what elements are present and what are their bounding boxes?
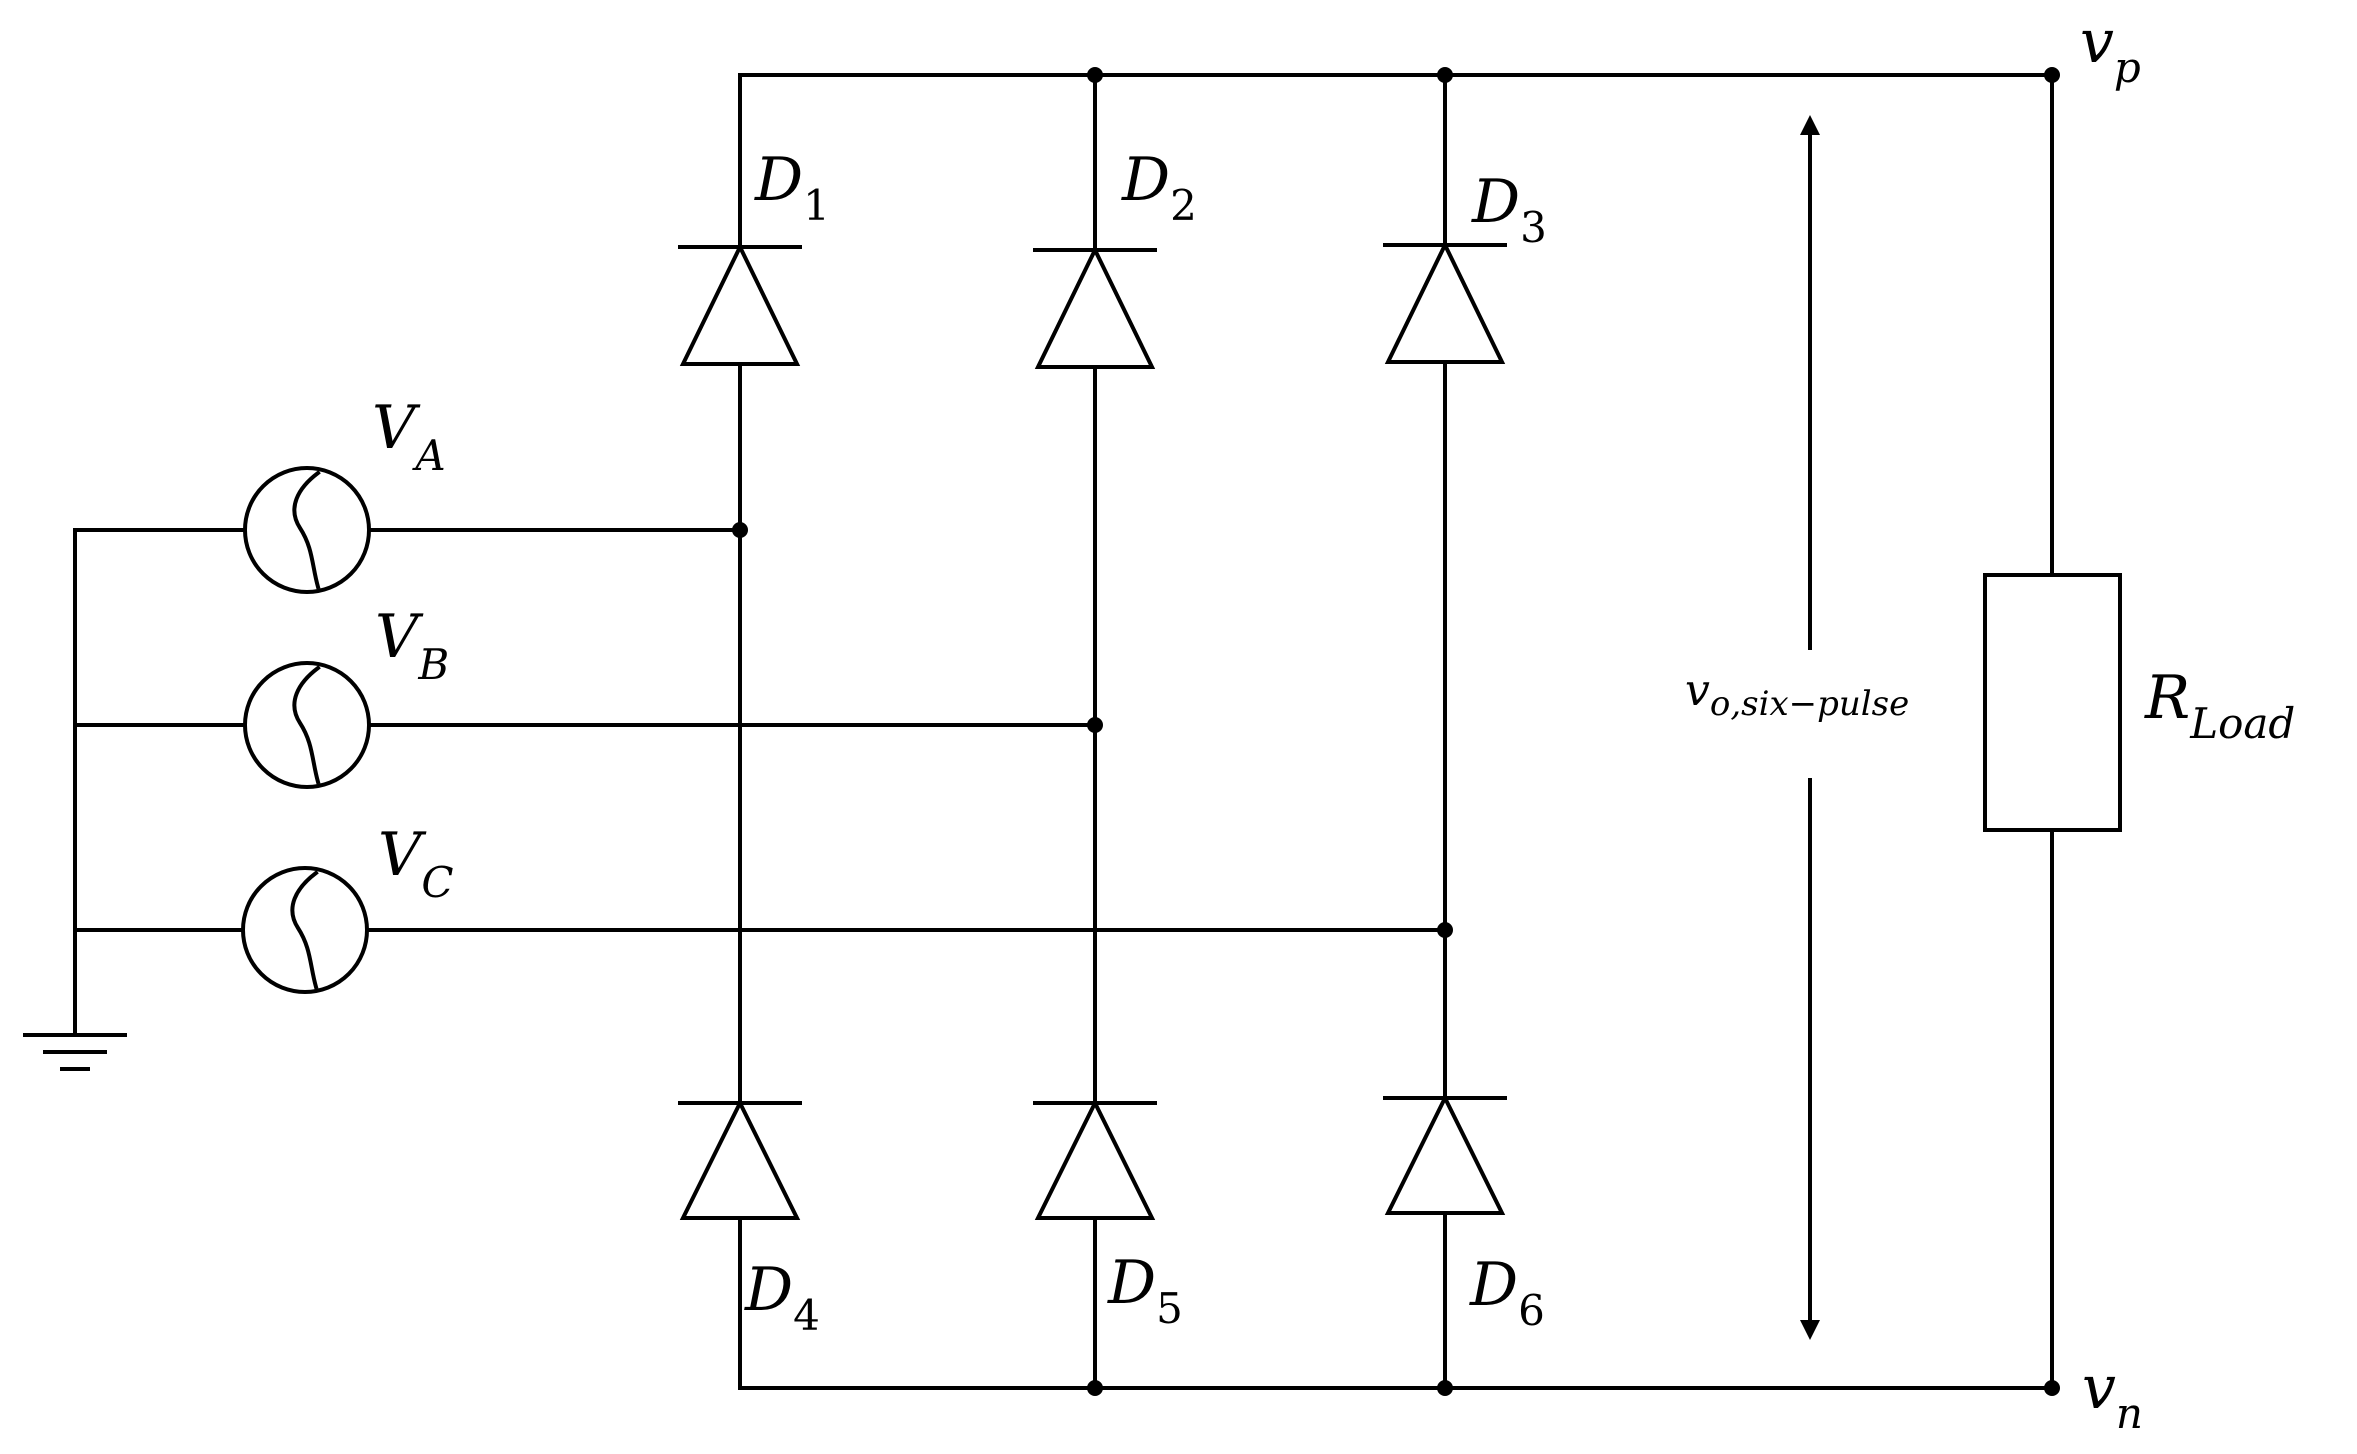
diode-d6-label: D6	[1469, 1250, 1545, 1335]
source-a-label: VA	[372, 393, 446, 480]
ac-source-c-icon	[241, 866, 369, 994]
junction-dot	[1437, 922, 1453, 938]
diode-d2-label: D2	[1121, 145, 1197, 230]
diode-d1-icon	[678, 242, 802, 366]
junction-dot	[1087, 1380, 1103, 1396]
junction-dot	[1087, 67, 1103, 83]
diode-d4-label: D4	[744, 1255, 820, 1340]
terminal-positive-label: vp	[2080, 7, 2141, 92]
diode-d6-icon	[1383, 1093, 1507, 1215]
diode-d3-icon	[1383, 240, 1507, 364]
junction-dot	[1437, 67, 1453, 83]
source-c-label: VC	[378, 820, 453, 907]
output-voltage-label: vo,six−pulse	[1685, 665, 1909, 724]
load-resistor-label: RLoad	[2144, 663, 2295, 748]
ac-source-a-icon	[243, 466, 371, 594]
junction-dot	[2044, 1380, 2060, 1396]
junction-dot	[1087, 717, 1103, 733]
diode-d3-label: D3	[1471, 167, 1547, 252]
diode-d5-icon	[1033, 1098, 1157, 1220]
junction-dot	[1437, 1380, 1453, 1396]
diode-d1-label: D1	[754, 145, 830, 230]
ground-icon	[23, 1033, 127, 1071]
source-b-label: VB	[375, 602, 449, 689]
ac-source-b-icon	[243, 661, 371, 789]
junction-dot	[732, 522, 748, 538]
junction-dots	[732, 67, 2060, 1396]
load-resistor-icon	[1983, 573, 2122, 832]
diode-d4-icon	[678, 1098, 802, 1220]
diode-d5-label: D5	[1107, 1248, 1183, 1333]
diode-d2-icon	[1033, 245, 1157, 369]
junction-dot	[2044, 67, 2060, 83]
terminal-negative-label: vn	[2082, 1353, 2143, 1438]
